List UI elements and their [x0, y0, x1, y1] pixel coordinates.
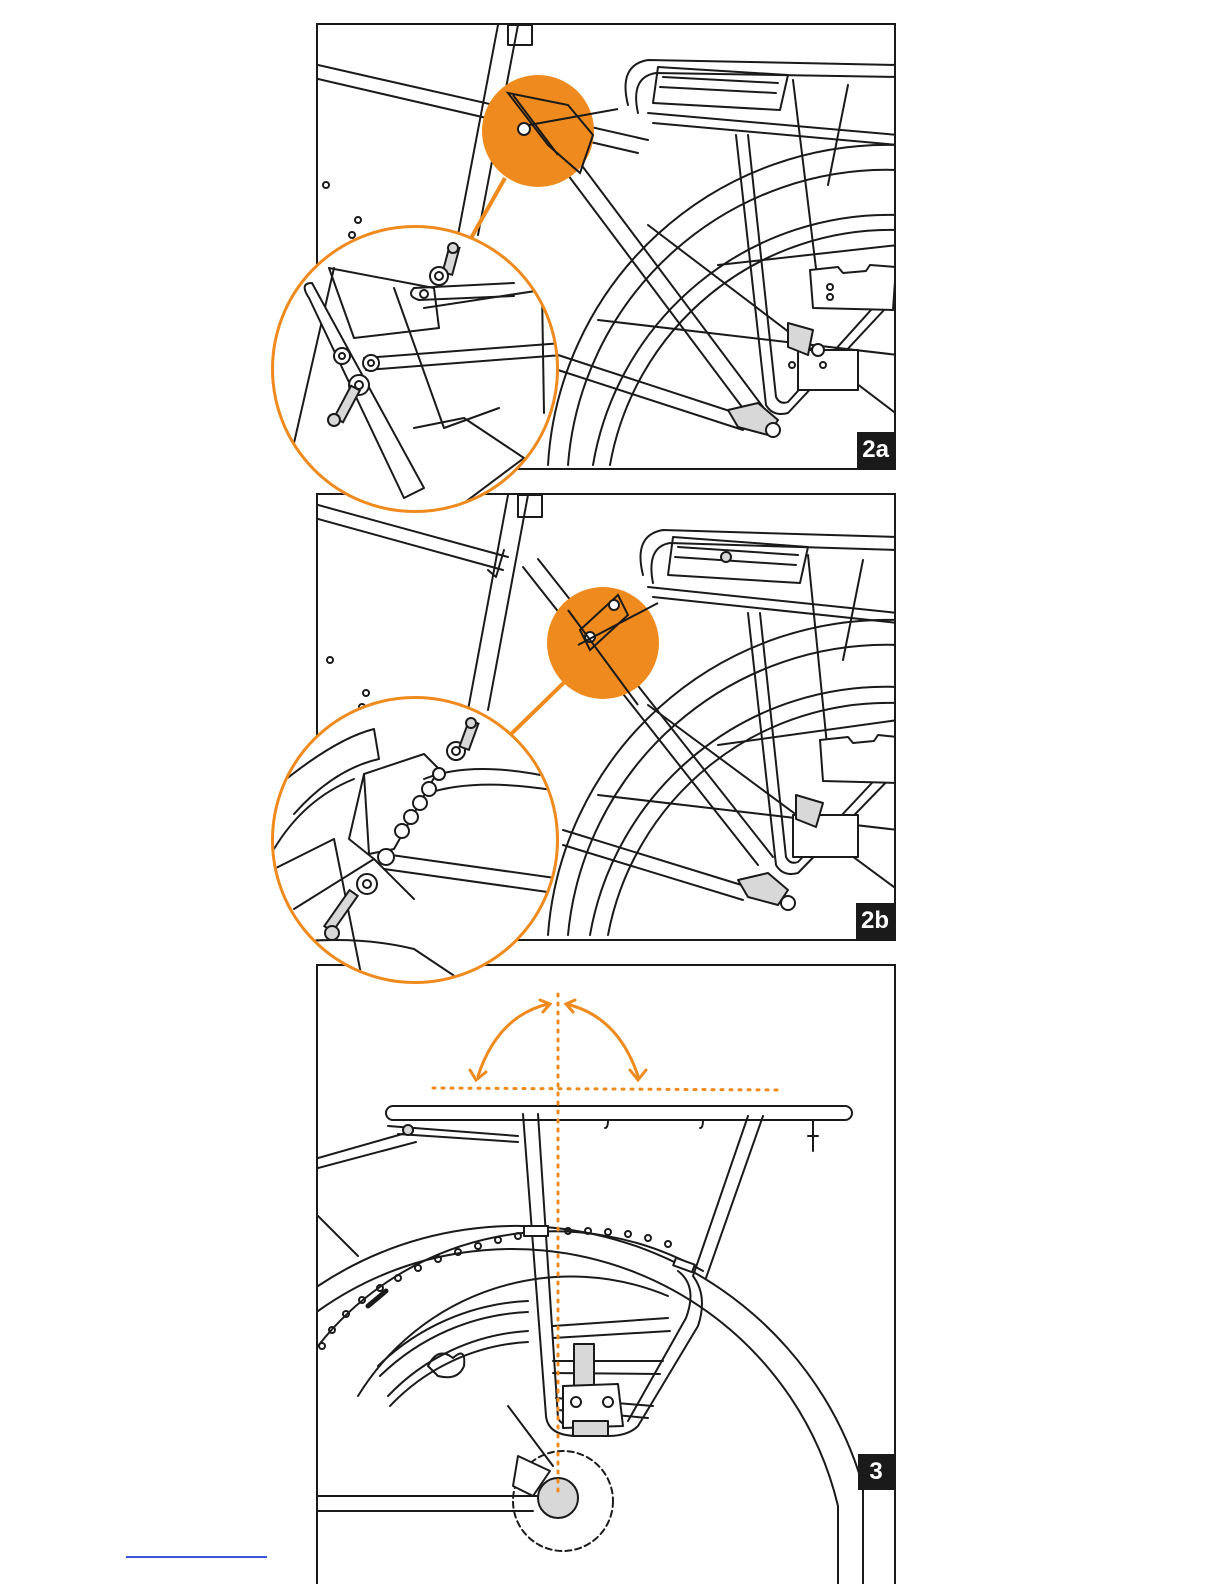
step-label-2a: 2a [857, 432, 894, 468]
step-label-3: 3 [858, 1454, 894, 1490]
adjustment-arrow-icon [478, 1004, 548, 1076]
highlight-circle-2b [547, 587, 659, 699]
bolt-icon [328, 386, 360, 426]
zoom-detail-drawing-2a [274, 228, 559, 513]
step-label-2b: 2b [856, 903, 894, 939]
adjustment-arrow-icon [566, 1004, 638, 1076]
zoom-detail-drawing-2b [274, 699, 559, 984]
step-3-illustration: 3 [316, 964, 896, 1584]
washer-icon [430, 267, 448, 285]
rack-alignment-drawing-3 [318, 966, 896, 1584]
zoom-detail-2b [271, 696, 559, 984]
footer-link-underline[interactable] [126, 1556, 267, 1558]
zoom-detail-2a [271, 225, 559, 513]
